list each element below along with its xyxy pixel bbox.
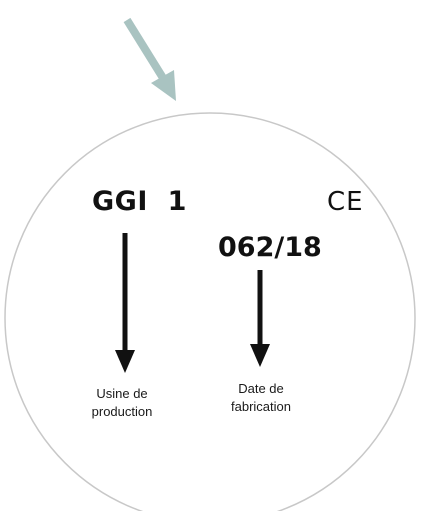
date-code-label: 062/18	[218, 232, 322, 263]
date-code-arrow	[250, 270, 270, 367]
marking-circle	[4, 112, 416, 511]
date-caption-line2: fabrication	[231, 399, 291, 414]
pointer-arrow-icon	[123, 17, 176, 101]
plant-caption-line2: production	[91, 404, 153, 419]
plant-caption: Usine de production	[67, 385, 177, 421]
date-caption-line1: Date de	[238, 381, 284, 396]
date-caption: Date de fabrication	[206, 380, 316, 416]
plant-code-arrow	[115, 233, 135, 373]
ce-mark-label: CE	[327, 187, 364, 217]
plant-caption-line1: Usine de	[96, 386, 148, 401]
plant-code-label: GGI 1	[92, 186, 187, 217]
